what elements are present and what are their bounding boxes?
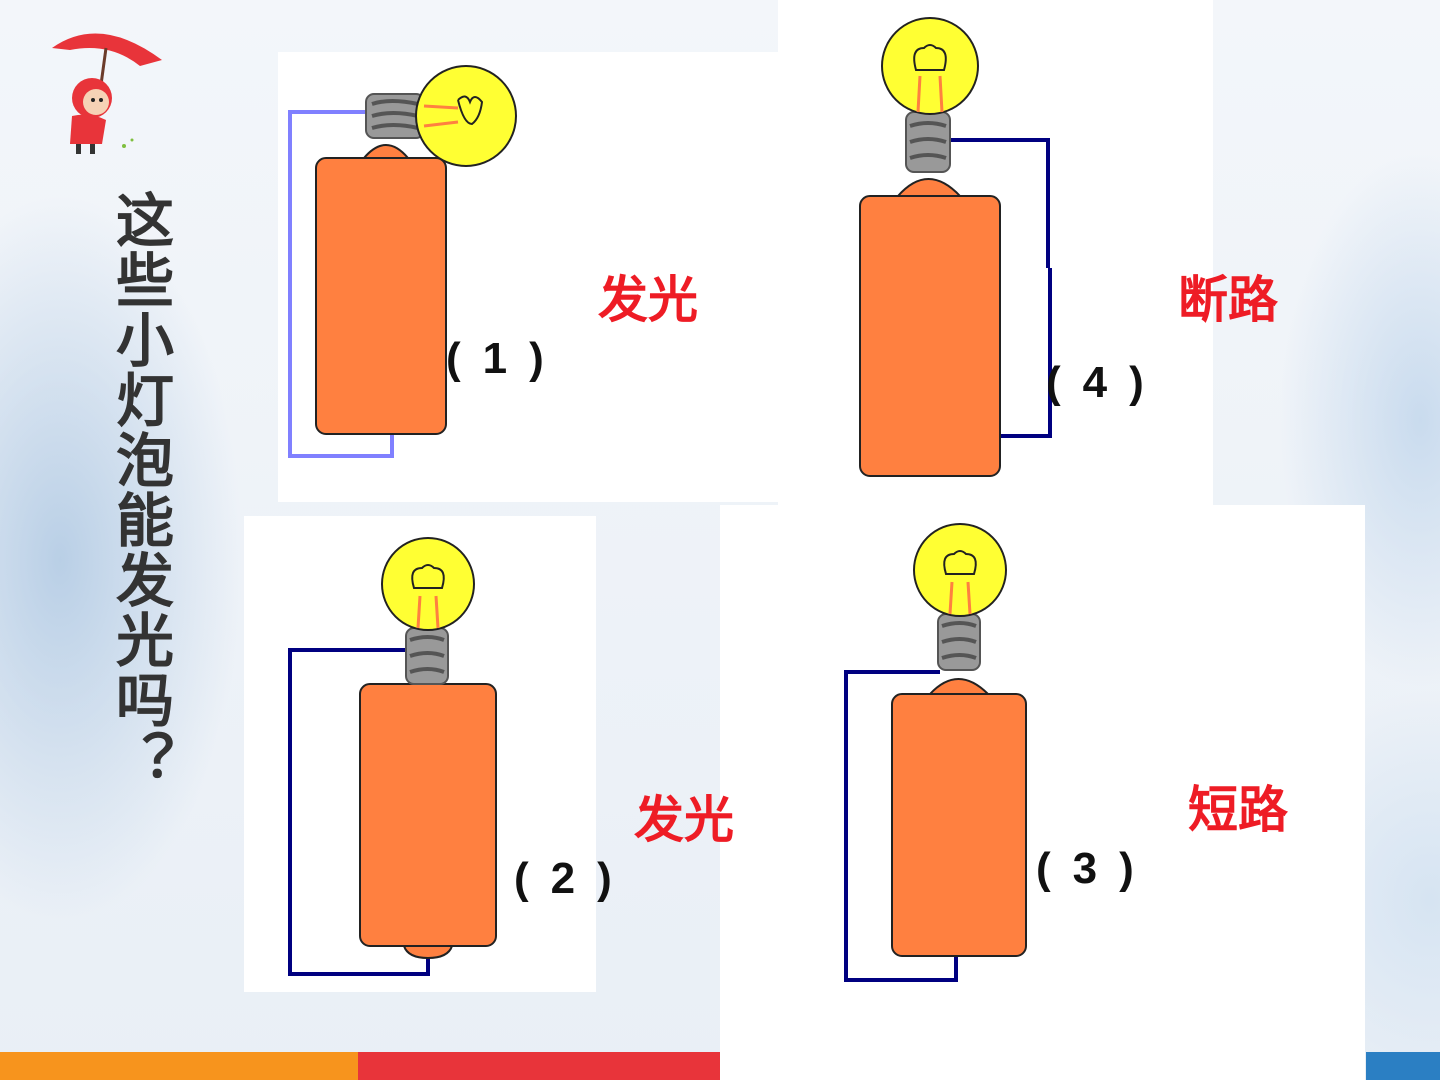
wire [844, 670, 958, 982]
circuit-1 [288, 65, 517, 458]
footer-bar-red [358, 1052, 720, 1080]
light-bulb-icon [365, 65, 517, 167]
label-circuit-4: (4) [1046, 356, 1144, 410]
status-circuit-2: 发光 [634, 791, 734, 849]
wire [998, 268, 1052, 438]
battery-icon [859, 195, 1001, 477]
status-circuit-1: 发光 [598, 271, 698, 329]
battery-terminal [402, 945, 454, 960]
battery-terminal [895, 178, 963, 197]
wire [944, 138, 1050, 268]
slide-title: 这些小灯泡能发光吗？ [106, 190, 174, 790]
circuit-4 [859, 17, 1052, 477]
battery-terminal [927, 678, 991, 695]
status-circuit-4: 断路 [1178, 271, 1278, 329]
light-bulb-icon [881, 17, 979, 173]
light-bulb-icon [381, 537, 475, 685]
circuit-2 [288, 537, 497, 976]
footer-bar-blue [1366, 1052, 1440, 1080]
battery-icon [315, 157, 447, 435]
girl-with-umbrella-icon [52, 33, 162, 154]
panel-circuit-3 [720, 505, 1365, 1080]
footer-bar-orange [0, 1052, 358, 1080]
wire [288, 648, 430, 976]
battery-terminal [361, 144, 411, 159]
battery-icon [891, 693, 1027, 957]
light-bulb-icon [913, 523, 1007, 671]
label-circuit-2: (2) [514, 852, 612, 906]
circuit-number: 2 [550, 854, 576, 903]
circuit-number: 4 [1082, 358, 1108, 407]
circuit-number: 3 [1072, 844, 1098, 893]
circuit-number: 1 [482, 334, 508, 383]
label-circuit-3: (3) [1036, 842, 1134, 896]
battery-icon [359, 683, 497, 947]
circuit-3 [844, 523, 1027, 982]
wire [288, 110, 394, 458]
label-circuit-1: (1) [446, 332, 544, 386]
status-circuit-3: 短路 [1188, 781, 1288, 839]
